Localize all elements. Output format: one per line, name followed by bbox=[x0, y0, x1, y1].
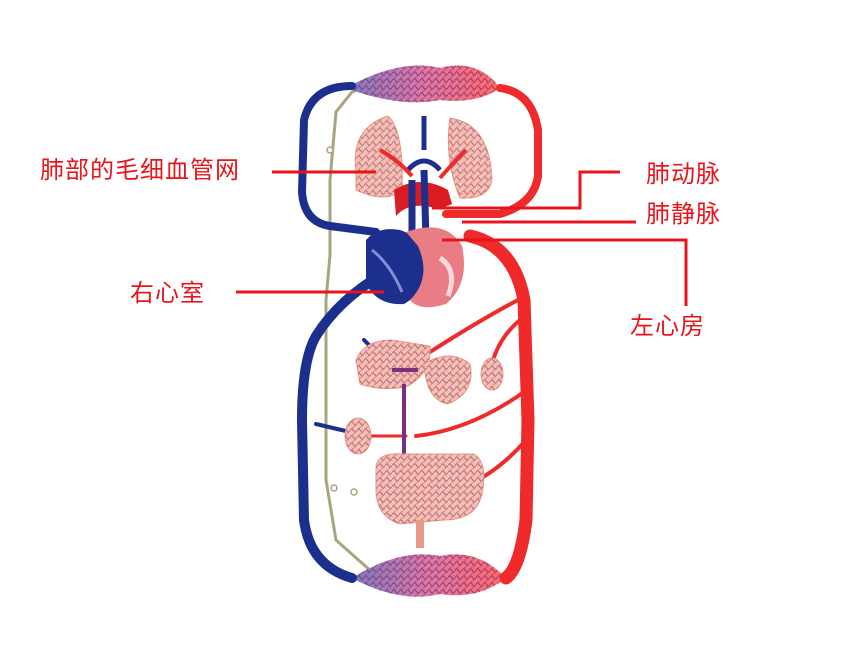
label-left-atrium: 左心房 bbox=[630, 312, 705, 340]
lower-capillary-bed bbox=[352, 554, 506, 597]
label-pulmonary-artery: 肺动脉 bbox=[646, 160, 721, 188]
systemic-veins bbox=[296, 82, 391, 583]
upper-capillary-bed bbox=[346, 65, 500, 103]
intestine-icon bbox=[375, 453, 485, 548]
label-pulmonary-vein: 肺静脉 bbox=[646, 200, 721, 228]
kidney-icon bbox=[344, 357, 504, 455]
liver-icon bbox=[355, 339, 472, 405]
lymph-vessel bbox=[324, 78, 401, 584]
leader-left-atrium bbox=[442, 238, 688, 306]
leader-pulmonary-artery bbox=[432, 170, 620, 210]
leader-lines bbox=[236, 170, 688, 306]
label-right-ventricle: 右心室 bbox=[130, 279, 205, 307]
label-pulmonary-capillary-network: 肺部的毛细血管网 bbox=[40, 156, 240, 184]
lung-icon bbox=[354, 115, 493, 199]
